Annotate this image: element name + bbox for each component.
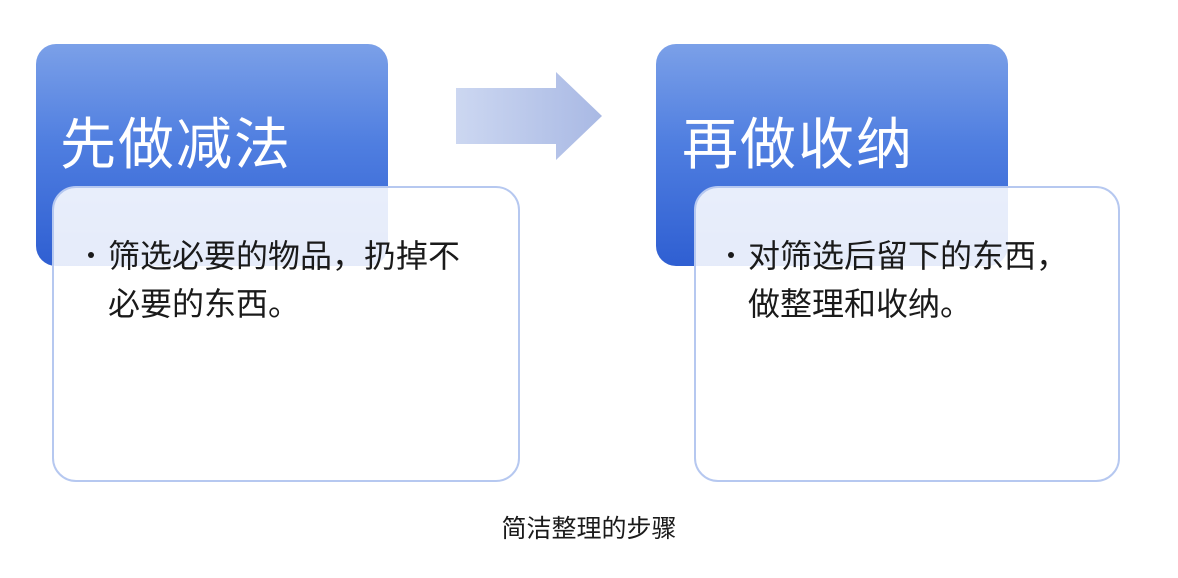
list-item: 对筛选后留下的东西，做整理和收纳。 [728,232,1068,328]
list-item: 筛选必要的物品，扔掉不必要的东西。 [88,232,482,328]
step-2-card: 对筛选后留下的东西，做整理和收纳。 [694,186,1120,482]
diagram-caption: 简洁整理的步骤 [501,514,677,543]
step-1: 先做减法 筛选必要的物品，扔掉不必要的东西。 [36,0,520,500]
step-2-bullet-text: 对筛选后留下的东西，做整理和收纳。 [748,237,1069,323]
step-1-card: 筛选必要的物品，扔掉不必要的东西。 [52,186,520,482]
bullet-dot-icon [728,252,734,258]
step-2: 再做收纳 对筛选后留下的东西，做整理和收纳。 [656,0,1136,500]
step-1-title: 先做减法 [60,113,292,178]
step-2-title: 再做收纳 [682,113,914,178]
bullet-dot-icon [88,252,94,258]
arrow-right-icon [456,72,602,160]
step-1-bullet-text: 筛选必要的物品，扔掉不必要的东西。 [108,237,461,323]
